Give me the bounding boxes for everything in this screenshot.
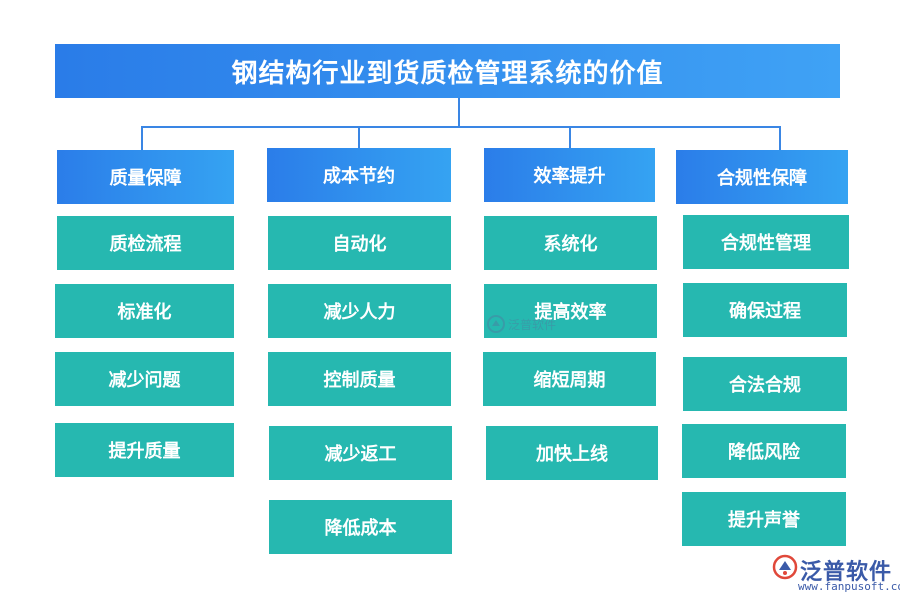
item-box: 确保过程 <box>683 283 847 337</box>
item-box: 系统化 <box>484 216 657 270</box>
item-box: 减少返工 <box>269 426 452 480</box>
diagram-title: 钢结构行业到货质检管理系统的价值 <box>55 44 840 98</box>
connector-branch-2 <box>358 126 360 148</box>
center-watermark: 泛普软件 <box>486 314 556 334</box>
item-box: 加快上线 <box>486 426 658 480</box>
brand-url: www.fanpusoft.com <box>798 580 900 593</box>
logo-mark-icon <box>487 315 505 333</box>
column-header-efficiency: 效率提升 <box>484 148 655 202</box>
item-box: 降低成本 <box>269 500 452 554</box>
item-box: 自动化 <box>268 216 451 270</box>
item-box: 合法合规 <box>683 357 847 411</box>
brand-logo: 泛普软件 www.fanpusoft.com <box>772 552 900 596</box>
item-box: 质检流程 <box>57 216 234 270</box>
connector-horizontal <box>141 126 781 128</box>
item-box: 减少问题 <box>55 352 234 406</box>
item-box: 提升声誉 <box>682 492 846 546</box>
connector-trunk <box>458 98 460 126</box>
connector-branch-1 <box>141 126 143 150</box>
item-box: 缩短周期 <box>483 352 656 406</box>
column-header-compliance: 合规性保障 <box>676 150 848 204</box>
item-box: 降低风险 <box>682 424 846 478</box>
item-box: 减少人力 <box>268 284 451 338</box>
connector-branch-4 <box>779 126 781 150</box>
brand-name: 泛普软件 <box>800 560 893 585</box>
item-box: 提高效率 <box>484 284 657 338</box>
connector-branch-3 <box>569 126 571 148</box>
column-header-quality: 质量保障 <box>57 150 234 204</box>
item-box: 控制质量 <box>268 352 451 406</box>
item-box: 提升质量 <box>55 423 234 477</box>
watermark-text: 泛普软件 <box>508 317 557 332</box>
brand-logo-icon <box>772 554 798 580</box>
item-box: 标准化 <box>55 284 234 338</box>
column-header-cost: 成本节约 <box>267 148 451 202</box>
item-box: 合规性管理 <box>683 215 849 269</box>
